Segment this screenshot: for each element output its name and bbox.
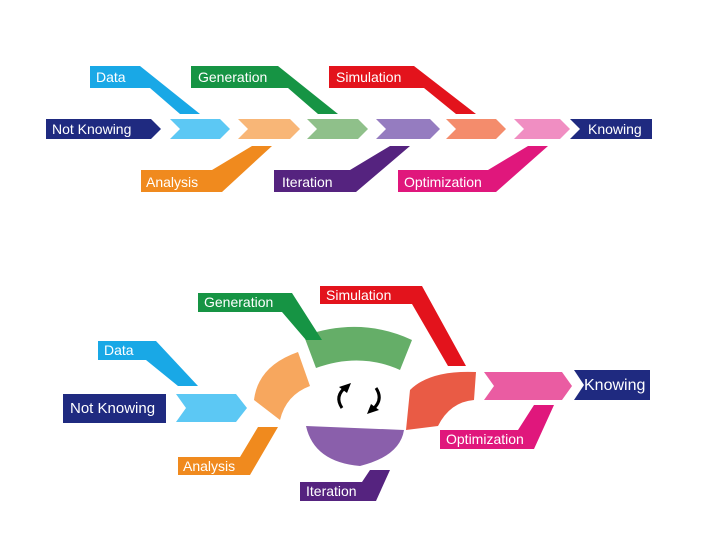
cyclic-analysis-label: Analysis [183, 458, 235, 474]
linear-chevron-iteration [376, 119, 440, 139]
cyclic-data-arrow [176, 394, 247, 422]
cyclic-simulation-label: Simulation [326, 287, 391, 303]
linear-iteration-flag [274, 146, 410, 192]
linear-generation-label: Generation [198, 69, 267, 85]
cyclic-simulation-flag [320, 286, 466, 366]
linear-data-flag [90, 66, 200, 114]
linear-chevron-analysis [238, 119, 300, 139]
cycle-arrowheads [339, 383, 379, 414]
linear-flow: Not Knowing Knowing Data Generation Simu… [46, 66, 652, 192]
cyclic-ring-generation [304, 326, 412, 370]
cyclic-flow: Data Not Knowing Analysis Generation Sim… [63, 286, 650, 501]
cyclic-ring-simulation [406, 371, 476, 430]
cyclic-iteration-flag [300, 470, 390, 501]
linear-analysis-flag [141, 146, 272, 192]
linear-iteration-label: Iteration [282, 174, 333, 190]
cyclic-data-label: Data [104, 342, 134, 358]
cyclic-iteration-label: Iteration [306, 483, 357, 499]
cyclic-knowing-label: Knowing [584, 377, 645, 394]
linear-not-knowing-box [46, 119, 161, 139]
cyclic-ring-iteration [306, 426, 404, 466]
cyclic-ring-analysis [254, 352, 310, 420]
linear-knowing-label: Knowing [588, 121, 642, 137]
cyclic-optimization-flag [440, 405, 554, 449]
linear-knowing-box [570, 119, 652, 139]
linear-optimization-flag [398, 146, 548, 192]
cyclic-knowing-box [574, 370, 650, 400]
linear-generation-flag [191, 66, 338, 114]
linear-chevron-generation [307, 119, 368, 139]
cyclic-analysis-flag [178, 427, 278, 475]
linear-chevron-optimization [514, 119, 570, 139]
cyclic-not-knowing-box [63, 394, 166, 423]
cyclic-optimization-arrow [484, 372, 572, 400]
linear-not-knowing-label: Not Knowing [52, 121, 131, 137]
linear-data-label: Data [96, 69, 126, 85]
linear-optimization-label: Optimization [404, 174, 482, 190]
linear-analysis-label: Analysis [146, 174, 198, 190]
linear-chevron-data [170, 119, 230, 139]
cyclic-not-knowing-label: Not Knowing [70, 400, 155, 417]
linear-simulation-flag [329, 66, 476, 114]
linear-simulation-label: Simulation [336, 69, 401, 85]
linear-chevron-simulation [446, 119, 506, 139]
cyclic-generation-flag [198, 293, 322, 340]
cyclic-optimization-label: Optimization [446, 431, 524, 447]
cyclic-generation-label: Generation [204, 294, 273, 310]
cyclic-data-flag [98, 341, 198, 386]
